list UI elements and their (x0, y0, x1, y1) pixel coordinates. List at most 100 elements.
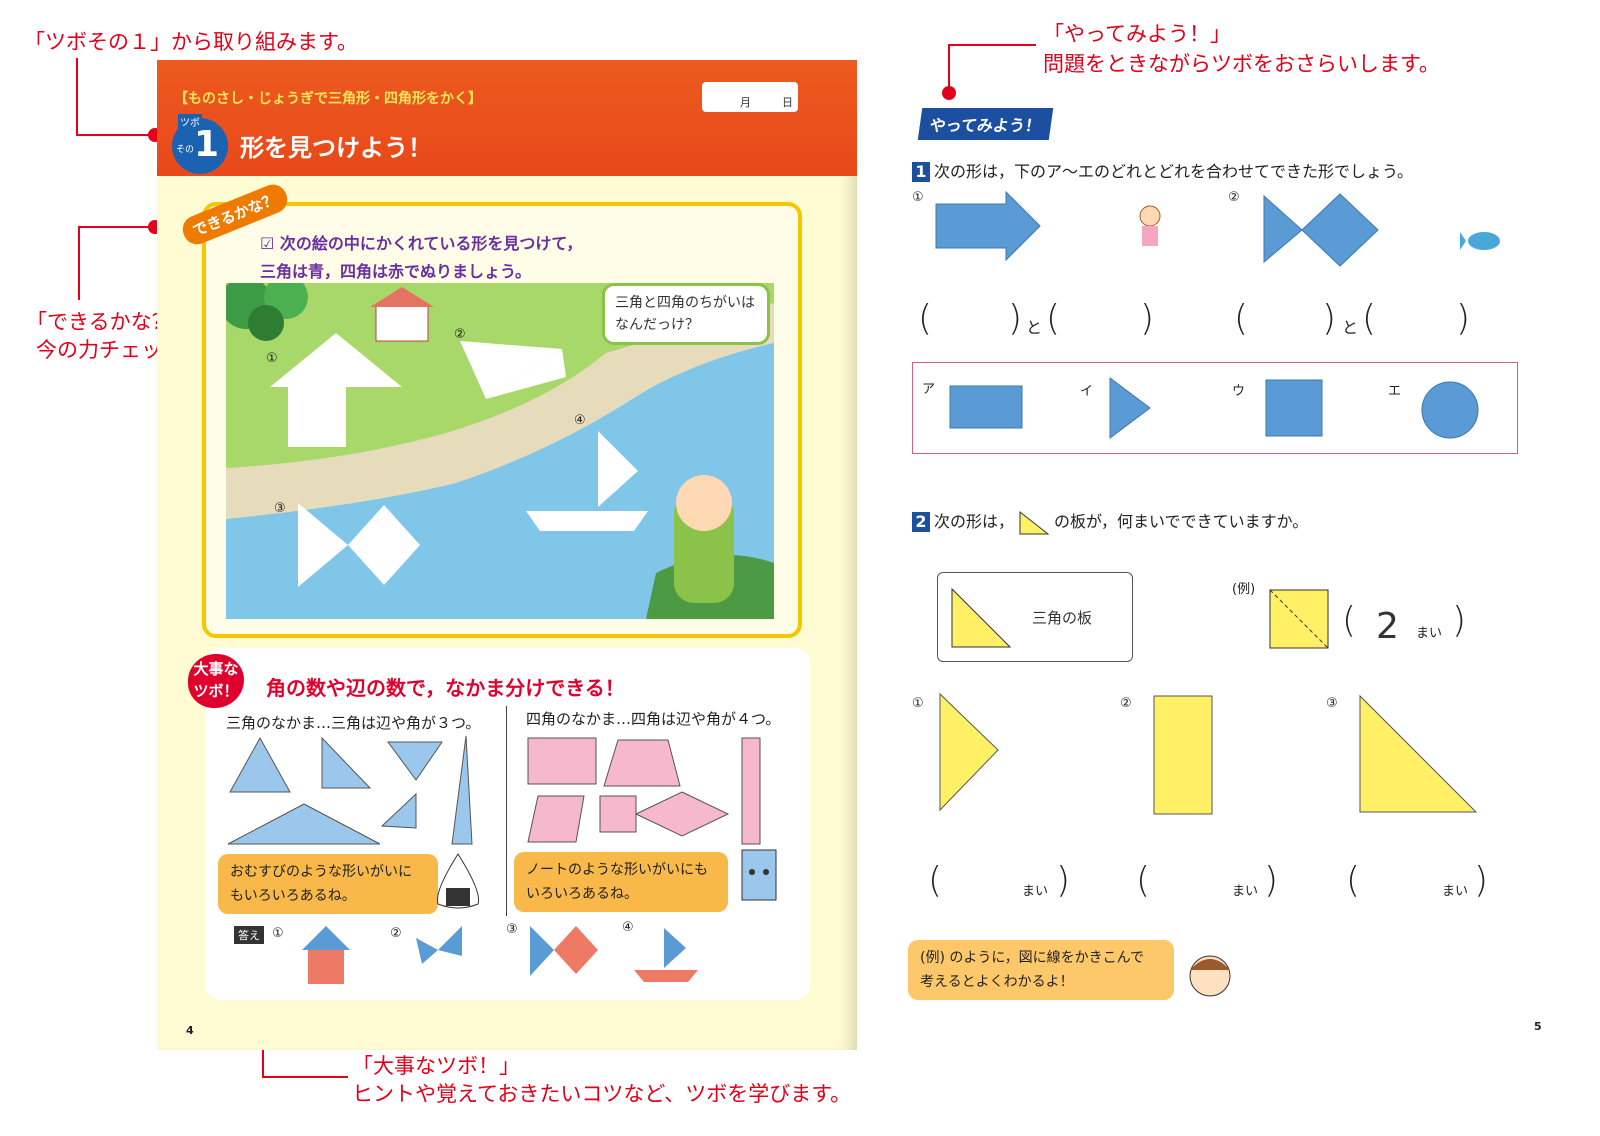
answer-shapes (302, 926, 698, 984)
note-line1: ノートのような形いがいにも (526, 862, 708, 878)
instruction-line2: 三角は青，四角は赤でぬりましょう。 (260, 262, 532, 281)
q2-paren-3-open: ( (1346, 860, 1361, 901)
annotation-tsubo1: 「ツボその１」から取り組みます。 (24, 30, 358, 54)
note-line2: いろいろあるね。 (526, 886, 638, 902)
daiji-badge-line2: ツボ！ (193, 682, 239, 700)
daiji-title: 角の数や辺の数で，なかま分けできる！ (266, 676, 625, 700)
annotation-line (76, 134, 152, 136)
q1-item-2: ② (1228, 190, 1240, 205)
square-category: 四角のなかま…四角は辺や角が４つ。 (526, 710, 781, 728)
page-number-left: 4 (186, 1024, 194, 1037)
q1-answer-paren-7: ( (1362, 298, 1377, 339)
q2-item-3: ③ (1326, 696, 1338, 711)
note-bubble: ノートのような形いがいにも いろいろあるね。 (514, 852, 728, 912)
tsubo-number: 1 (194, 124, 220, 165)
date-day: 日 (782, 96, 793, 109)
choice-label-i: イ (1080, 384, 1094, 399)
annotation-line (262, 1076, 348, 1078)
annotation-line (78, 226, 152, 228)
hint-line2: 考えるとよくわかるよ！ (920, 974, 1074, 990)
category-divider (506, 706, 507, 916)
to-label-1: と (1026, 318, 1043, 337)
date-month: 月 (740, 96, 751, 109)
annotation-line (78, 226, 80, 300)
triangle-category: 三角のなかま…三角は辺や角が３つ。 (226, 714, 481, 732)
instruction-line1: ☑ 次の絵の中にかくれている形を見つけて， (260, 234, 583, 253)
tsubo-label: ツボ (178, 114, 202, 129)
answer-num-1: ① (272, 926, 284, 941)
choice-box (912, 362, 1518, 454)
q1-item-1: ① (912, 190, 924, 205)
q1-answer-paren-8: ) (1456, 298, 1471, 339)
bubble-line2: なんだっけ？ (615, 317, 699, 333)
q1-answer-paren-6: ) (1322, 298, 1337, 339)
q1-answer-paren-5: ( (1234, 298, 1249, 339)
q1-text: 次の形は，下のア～エのどれとどれを合わせてできた形でしょう。 (934, 162, 1414, 181)
q2-paren-1-open: ( (928, 860, 943, 901)
shape-examples (227, 735, 761, 845)
choice-shapes (949, 377, 1479, 439)
q2-number: 2 (912, 512, 930, 532)
to-label-2: と (1342, 318, 1359, 337)
answer-num-2: ② (390, 926, 402, 941)
page-number-right: 5 (1534, 1020, 1542, 1033)
q2-text-b: の板が，何まいでできていますか。 (1054, 512, 1309, 531)
answer-label: 答え (234, 926, 264, 944)
hint-bubble: (例) のように，図に線をかきこんで 考えるとよくわかるよ！ (908, 940, 1174, 1000)
small-triangle-plate-icon (1019, 510, 1050, 534)
annotation-yatte-line2: 問題をときながらツボをおさらいします。 (1043, 52, 1440, 76)
choice-label-u: ウ (1232, 384, 1246, 399)
q2-paren-3-close: ) (1474, 860, 1489, 901)
q1-answer-paren-2: ) (1008, 298, 1023, 339)
onigiri-line2: もいろいろあるね。 (230, 888, 356, 904)
annotation-line (76, 58, 78, 136)
scene-label-1: ① (266, 351, 278, 366)
scene-hidden-shapes (270, 333, 648, 587)
q1-answer-paren-4: ) (1140, 298, 1155, 339)
onigiri-bubble: おむすびのような形いがいに もいろいろあるね。 (218, 854, 438, 914)
notebook-character-icon (741, 849, 777, 901)
q2-paren-1-close: ) (1056, 860, 1071, 901)
q1-answer-paren-3: ( (1046, 298, 1061, 339)
girl-face-icon (1189, 955, 1231, 997)
q2-mai-2: まい (1232, 884, 1259, 899)
scene-label-4: ④ (574, 413, 586, 428)
q2-item-1: ① (912, 696, 924, 711)
onigiri-line1: おむすびのような形いがいに (230, 864, 412, 880)
scene-label-2: ② (454, 327, 466, 342)
annotation-yatte-line1: 「やってみよう！」 (1043, 22, 1231, 46)
answer-num-4: ④ (622, 920, 634, 935)
q2-mai-3: まい (1442, 884, 1469, 899)
answer-num-3: ③ (506, 922, 518, 937)
tsubo-number-badge: ツボ その 1 (172, 114, 228, 174)
scene-label-3: ③ (274, 501, 286, 516)
onigiri-character-icon (436, 853, 480, 909)
speech-bubble-boy: 三角と四角のちがいは なんだっけ？ (602, 283, 770, 345)
q2-paren-2-close: ) (1264, 860, 1279, 901)
choice-label-e: エ (1388, 384, 1402, 399)
annotation-dot (942, 86, 956, 100)
annotation-line (948, 44, 1036, 46)
daiji-badge-line1: 大事な (193, 660, 239, 678)
hint-line1: (例) のように，図に線をかきこんで (920, 950, 1144, 966)
topic-heading: 【ものさし・じょうぎで三角形・四角形をかく】 (174, 91, 482, 107)
annotation-line (948, 44, 950, 90)
q2-figures (939, 692, 1478, 815)
choice-label-a: ア (922, 382, 936, 397)
example-square-figure (1269, 589, 1329, 649)
daiji-badge: 大事な ツボ！ (188, 654, 244, 708)
triangle-plate-box: 三角の板 (937, 572, 1133, 662)
yatte-badge: やってみよう！ (917, 108, 1054, 140)
q2-mai-1: まい (1022, 884, 1049, 899)
bubble-line1: 三角と四角のちがいは (615, 295, 755, 311)
q2-text-a: 次の形は， (934, 512, 1015, 531)
annotation-daiji-line1: 「大事なツボ！」 (352, 1054, 520, 1078)
q2-paren-2-open: ( (1136, 860, 1151, 901)
sono-label: その (176, 145, 195, 155)
q2-item-2: ② (1120, 696, 1132, 711)
date-box: 月 日 (702, 82, 798, 112)
q1-figures (935, 190, 1379, 267)
q1-answer-paren-1: ( (918, 298, 933, 339)
